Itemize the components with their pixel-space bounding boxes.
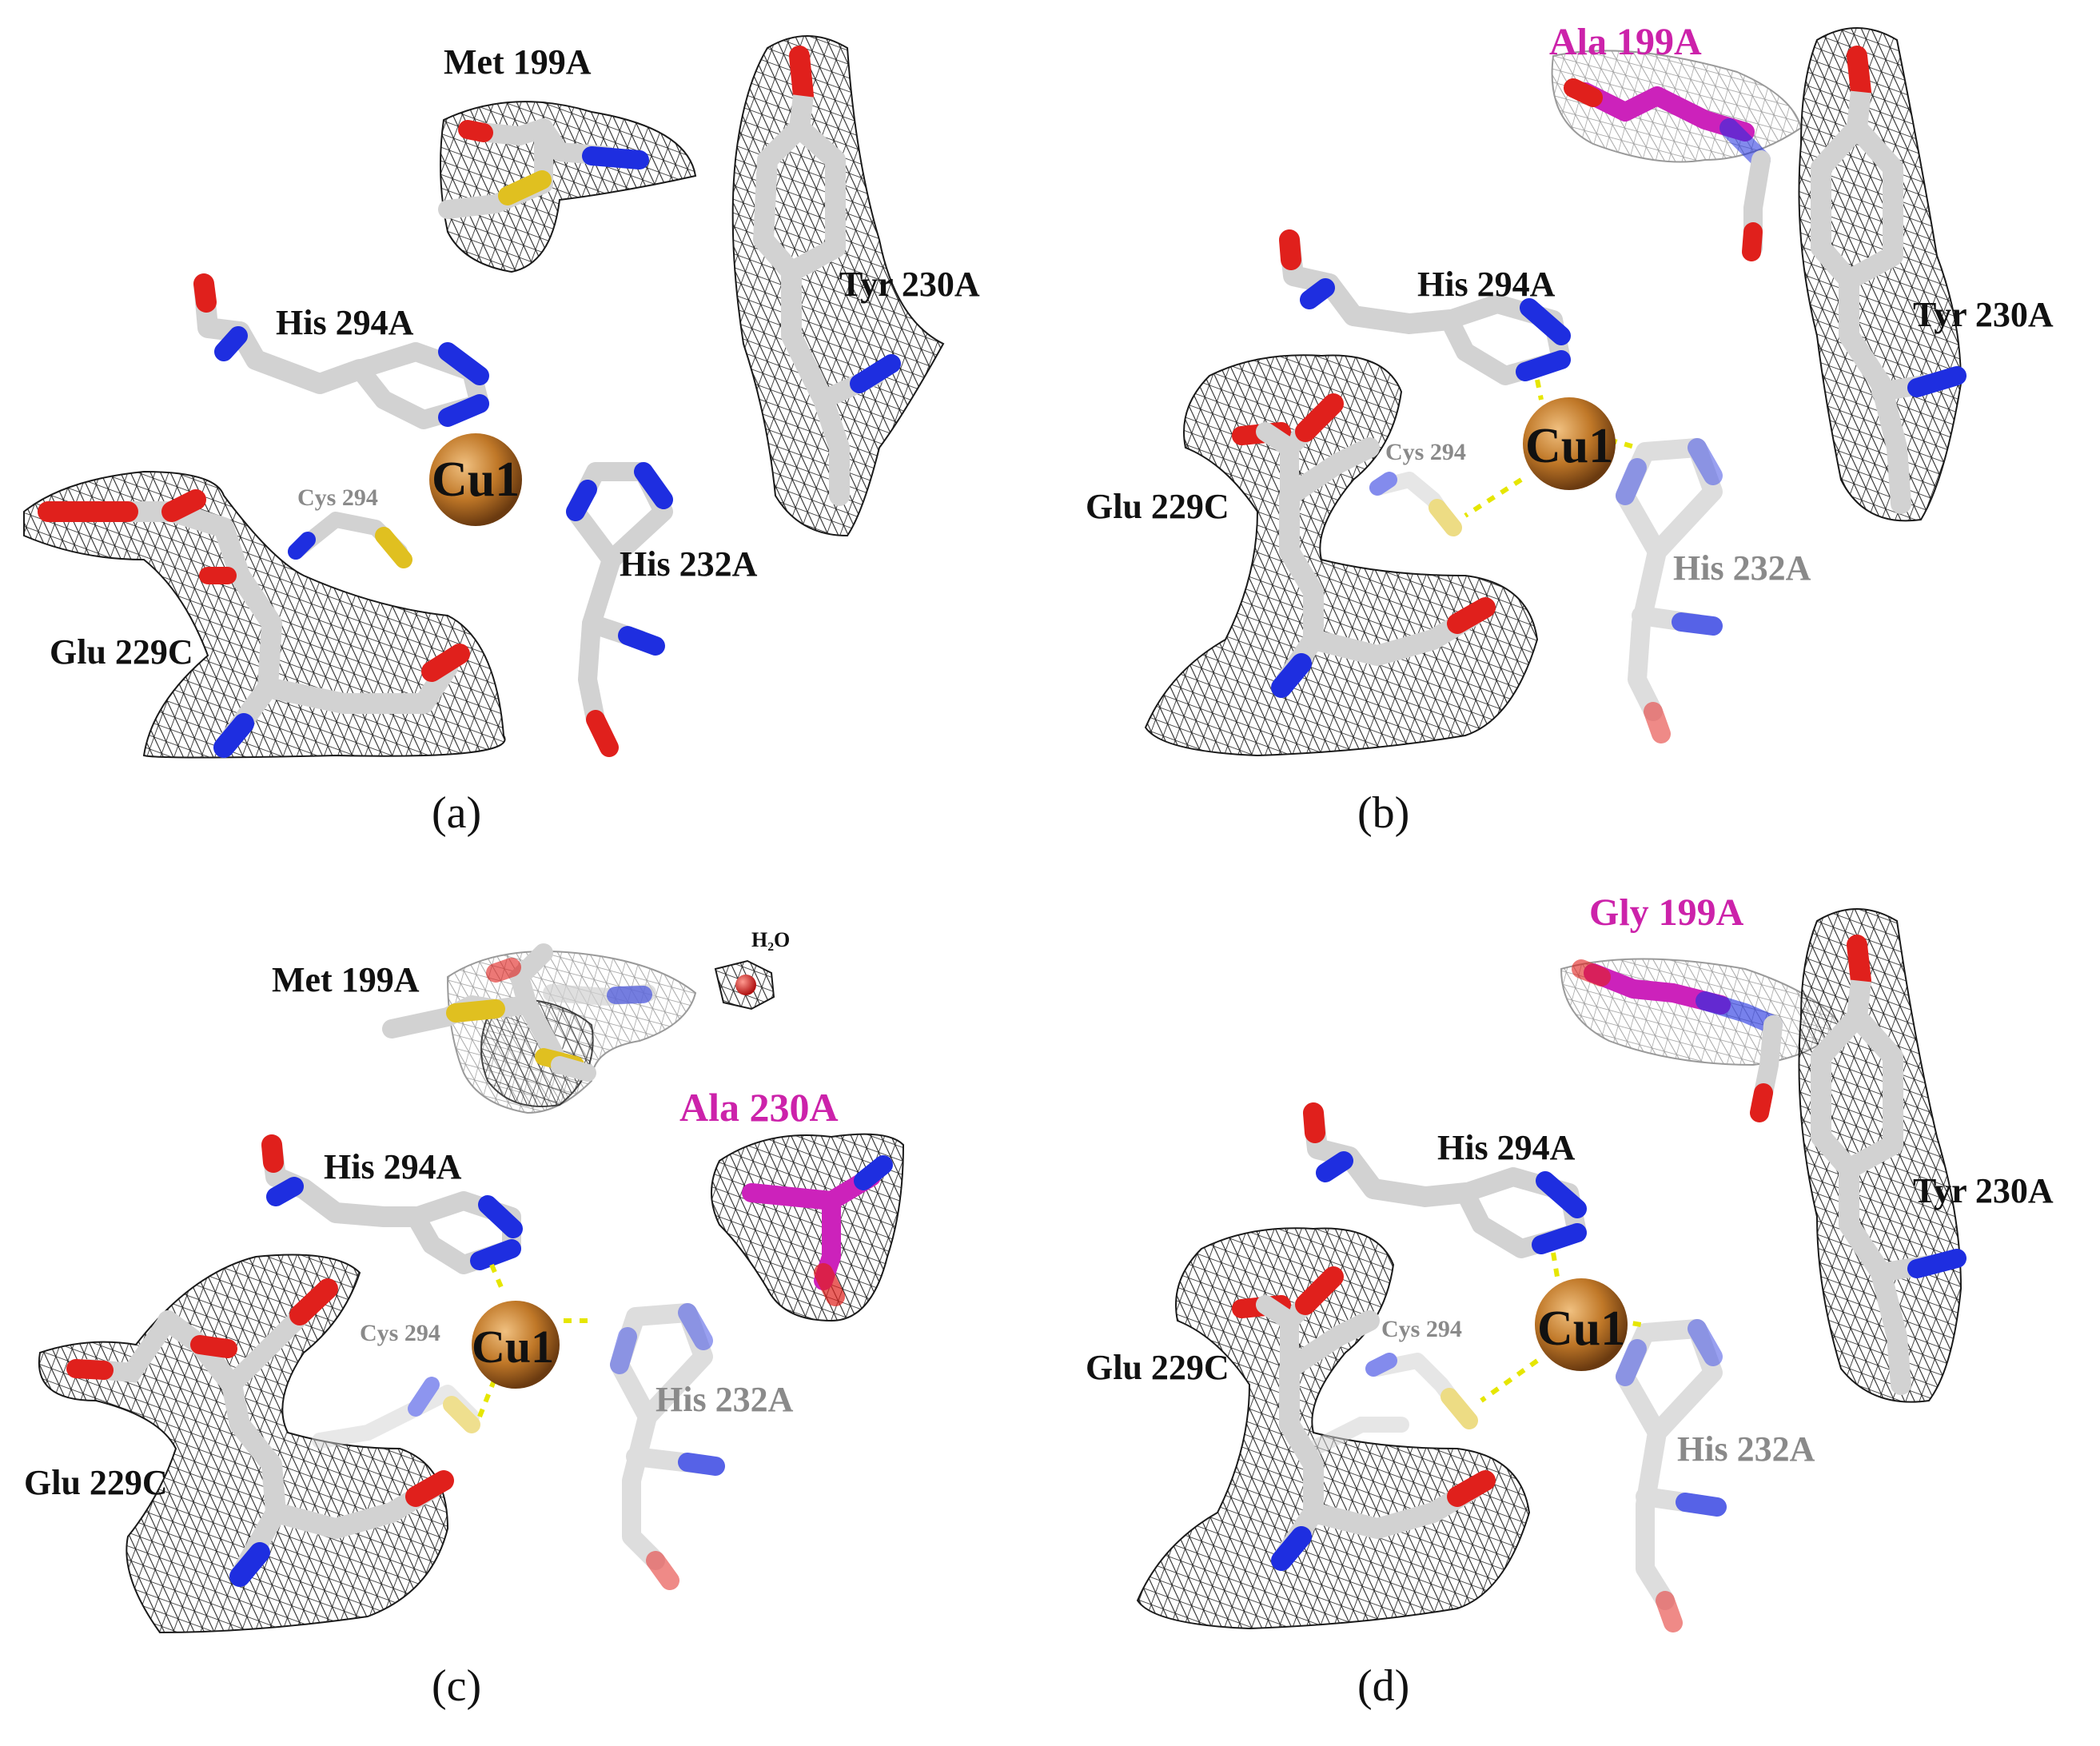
label-tyr230: Tyr 230A <box>1913 1171 2054 1210</box>
tyr230-residue <box>753 46 901 506</box>
his294-residue <box>1303 1102 1587 1258</box>
his294-residue <box>261 1134 523 1274</box>
copper-ion <box>429 433 522 526</box>
copper-ion <box>1523 397 1616 490</box>
label-met199: Met 199A <box>444 42 592 82</box>
label-water: H₂O <box>751 928 790 951</box>
caption-b: (b) <box>1357 788 1409 838</box>
label-cys294: Cys 294 <box>360 1320 440 1346</box>
label-ala230: Ala 230A <box>679 1085 839 1130</box>
tyr230-residue <box>1811 46 1967 514</box>
label-glu229: Glu 229C <box>24 1463 168 1502</box>
label-cu1: Cu1 <box>432 452 520 507</box>
density-mesh-met199 <box>440 101 697 273</box>
label-his294: His 294A <box>1417 265 1556 304</box>
label-tyr230: Tyr 230A <box>839 265 980 304</box>
label-cu1: Cu1 <box>472 1321 554 1373</box>
density-mesh-tyr230 <box>731 35 945 537</box>
met199-residue <box>382 943 656 1082</box>
label-his232: His 232A <box>656 1380 794 1419</box>
label-cys294: Cys 294 <box>297 484 378 511</box>
cys294-residue <box>1305 1353 1478 1457</box>
cys294-residue <box>1369 472 1462 536</box>
panel-c: Met 199A H₂O Ala 230A His 294A Cys 294 H… <box>24 928 905 1711</box>
label-tyr230: Tyr 230A <box>1913 295 2054 334</box>
glu229-residue <box>66 1278 454 1587</box>
panel-d: Gly 199A Tyr 230A His 294A Cys 294 His 2… <box>1086 891 2054 1711</box>
ala199-residue <box>1564 78 1771 261</box>
label-met199: Met 199A <box>272 960 420 999</box>
label-cu1: Cu1 <box>1537 1302 1625 1356</box>
coordination-bonds <box>477 1263 592 1418</box>
his294-residue <box>1279 229 1571 385</box>
his232-residue <box>610 1303 725 1590</box>
density-mesh-glu229 <box>1136 1227 1531 1630</box>
label-cys294: Cys 294 <box>1385 439 1466 465</box>
label-gly199: Gly 199A <box>1589 891 1744 934</box>
label-his294: His 294A <box>276 303 414 342</box>
his232-residue <box>1616 438 1723 743</box>
caption-d: (d) <box>1357 1661 1409 1711</box>
panel-a: Met 199A Tyr 230A His 294A Cys 294 His 2… <box>23 35 980 838</box>
label-his294: His 294A <box>324 1147 462 1186</box>
label-his232: His 232A <box>620 544 758 584</box>
label-cu1: Cu1 <box>1525 419 1613 473</box>
gly199-residue <box>1572 959 1783 1122</box>
caption-a: (a) <box>432 788 481 838</box>
panel-b: Ala 199A Tyr 230A His 294A Cys 294 His 2… <box>1086 21 2054 838</box>
label-his294: His 294A <box>1437 1128 1576 1167</box>
glu229-residue <box>1232 1266 1496 1571</box>
copper-ion <box>472 1301 560 1389</box>
ala230-residue <box>742 1155 893 1306</box>
copper-ion <box>1535 1278 1628 1371</box>
label-glu229: Glu 229C <box>1086 1348 1229 1387</box>
tyr230-residue <box>1811 935 1967 1395</box>
his232-residue <box>1616 1319 1727 1632</box>
label-glu229: Glu 229C <box>1086 487 1229 526</box>
label-his232: His 232A <box>1673 548 1811 588</box>
label-cys294: Cys 294 <box>1381 1316 1462 1342</box>
cys294-residue <box>312 1377 480 1449</box>
glu229-residue <box>1232 393 1496 698</box>
label-his232: His 232A <box>1677 1429 1815 1469</box>
label-ala199: Ala 199A <box>1549 21 1702 63</box>
caption-c: (c) <box>432 1661 481 1711</box>
water-molecule <box>735 975 756 995</box>
density-mesh-glu229 <box>1144 354 1539 757</box>
label-glu229: Glu 229C <box>50 632 193 672</box>
met199-residue <box>438 118 649 219</box>
